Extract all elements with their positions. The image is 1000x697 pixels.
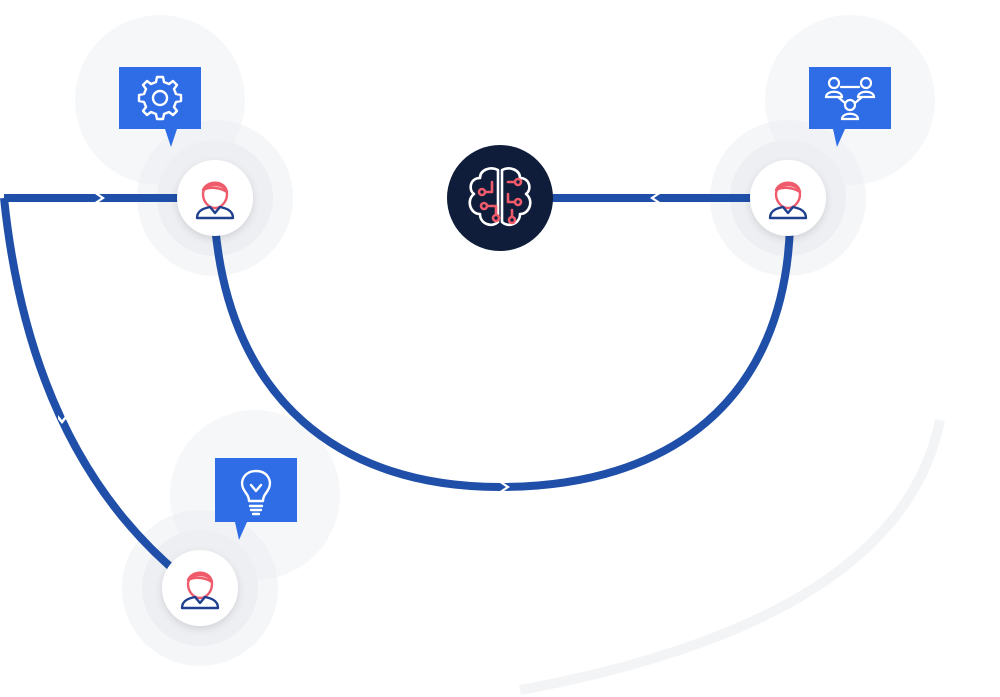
bubble-people-network — [809, 67, 891, 147]
person-icon — [180, 571, 220, 610]
lightbulb-icon — [241, 469, 271, 516]
arrow-chevron — [58, 415, 66, 424]
person-icon — [195, 181, 235, 220]
ai-brain-icon — [468, 167, 532, 227]
path-left-arc-down — [0, 197, 183, 579]
arrow-chevron — [95, 194, 105, 202]
ai-hub-node — [447, 145, 553, 251]
people-network-icon — [824, 76, 876, 121]
bubble-gear — [119, 67, 201, 147]
path-lower-arc — [211, 224, 794, 492]
path-arrows — [58, 194, 660, 491]
person-node-top-right — [750, 160, 826, 236]
person-node-top-left — [177, 160, 253, 236]
connector-paths — [0, 194, 794, 579]
person-node-bottom-left — [162, 550, 238, 626]
arrow-chevron — [500, 483, 510, 491]
bubble-lightbulb — [215, 458, 297, 540]
gear-icon — [137, 75, 183, 121]
person-icon — [768, 181, 808, 220]
arrow-chevron — [650, 194, 660, 202]
